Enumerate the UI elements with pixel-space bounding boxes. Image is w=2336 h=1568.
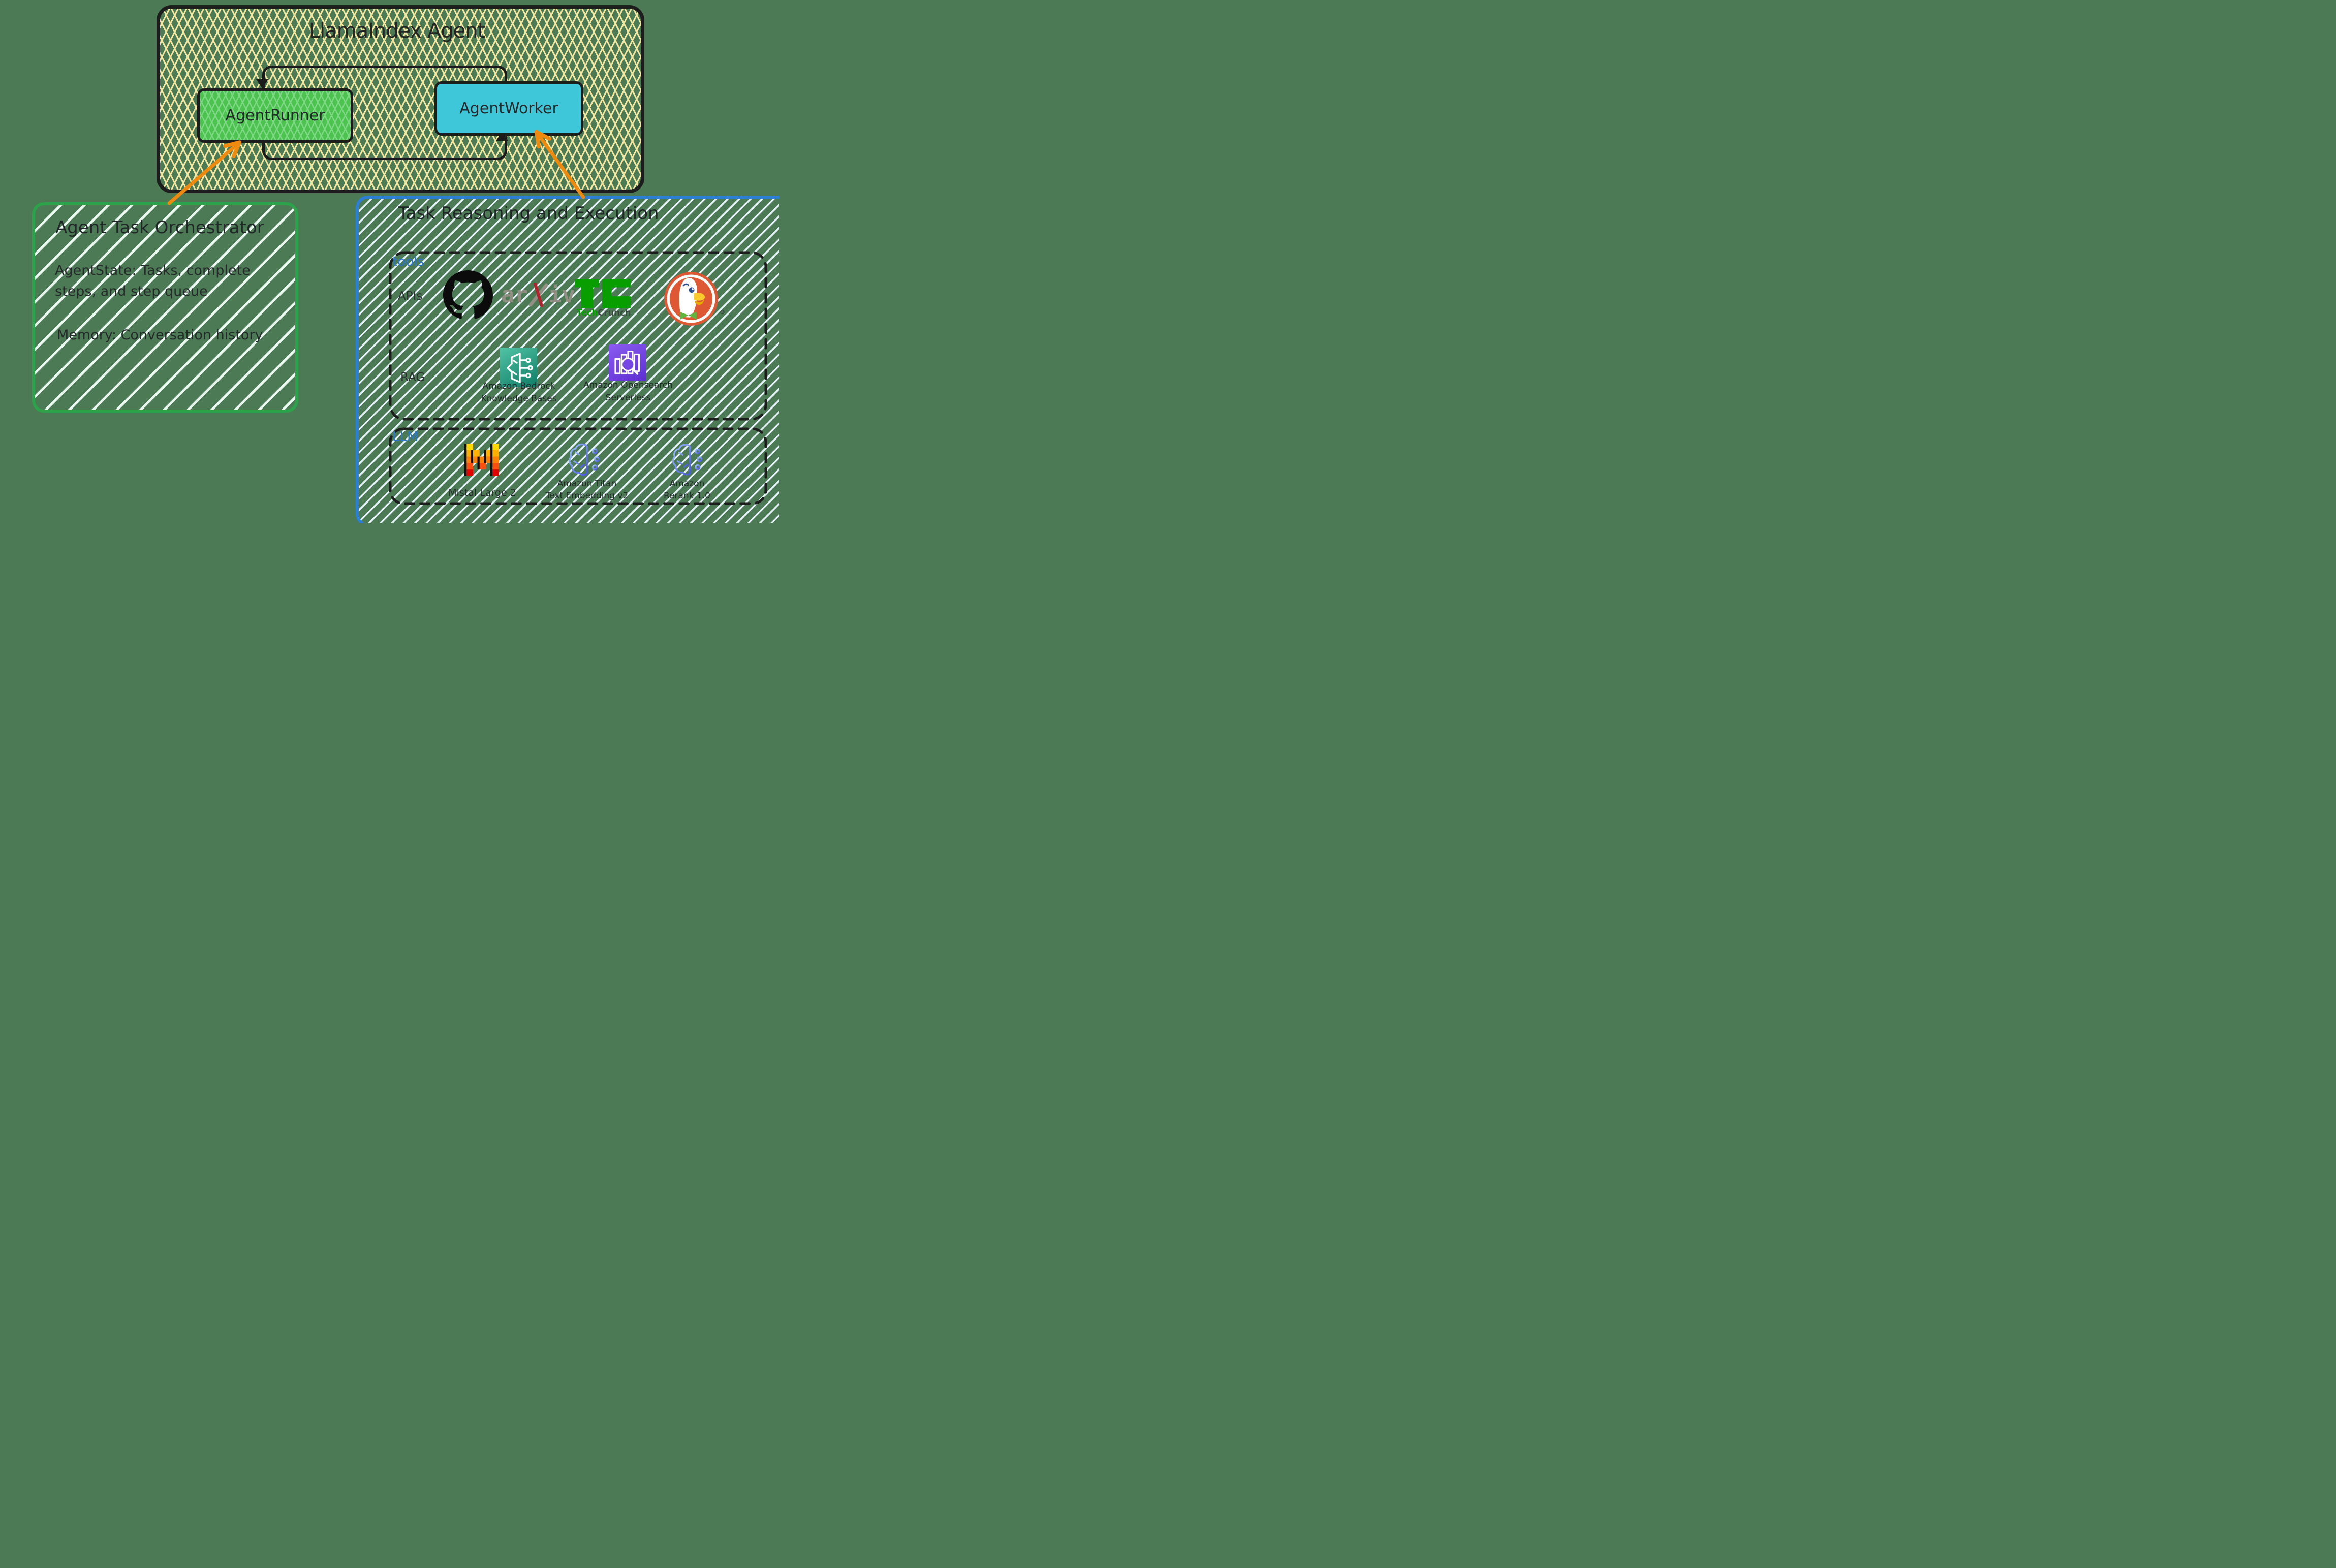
techcrunch-tech-text: Tech — [576, 308, 598, 318]
amazon-titan-embedding-icon — [569, 443, 600, 476]
titan-caption: Amazon Titan Text Embedding v2 — [541, 478, 633, 502]
amazon-bedrock-knowledge-bases-icon — [500, 348, 537, 387]
arxiv-prefix-text: ar — [501, 281, 528, 308]
ddg-registered-mark: ® — [720, 309, 725, 316]
tools-group-label: tools — [392, 254, 424, 269]
techcrunch-wordmark: TechCrunch — [571, 308, 636, 318]
mistral-caption: Mistal Large 2 — [448, 487, 516, 498]
amazon-rerank-icon — [672, 444, 703, 476]
github-octocat-icon — [443, 270, 493, 319]
opensearch-caption-line-2: Serverless — [605, 393, 651, 403]
bedrock-caption: Amazon Bedrock Knowledge Bases — [473, 380, 565, 405]
bedrock-caption-line-1: Amazon Bedrock — [482, 381, 555, 391]
llm-group-label: LLM — [392, 429, 419, 445]
techcrunch-tc-icon — [574, 279, 631, 308]
llamaindex-agent-title: LlamaIndex Agent — [308, 19, 486, 43]
mistral-m-icon — [464, 444, 499, 476]
diagram-canvas: LlamaIndex Agent AgentRunner AgentWorker… — [0, 0, 779, 523]
orchestrator-agentstate-text: AgentState: Tasks, complete steps, and s… — [55, 260, 278, 302]
orchestrator-title: Agent Task Orchestrator — [55, 217, 264, 238]
agentstate-line-2: steps, and step queue — [55, 284, 208, 299]
loop-arrowhead-into-runner-icon — [256, 79, 268, 88]
agent-runner-node: AgentRunner — [197, 88, 353, 143]
titan-caption-line-1: Amazon Titan — [557, 479, 617, 489]
rerank-caption-line-1: Amazon — [669, 479, 705, 489]
rag-row-label: RAG — [400, 371, 425, 384]
bedrock-caption-line-2: Knowledge Bases — [481, 394, 557, 404]
rerank-caption: Amazon Rerank 1.0 — [646, 478, 728, 502]
rerank-caption-line-2: Rerank 1.0 — [664, 491, 710, 501]
techcrunch-crunch-text: Crunch — [598, 308, 631, 318]
duckduckgo-duck-icon — [664, 272, 718, 326]
titan-caption-line-2: Text Embedding v2 — [545, 491, 629, 501]
amazon-opensearch-serverless-icon — [609, 344, 646, 381]
execution-title: Task Reasoning and Execution — [398, 203, 659, 224]
arxiv-logo: ar iv — [501, 281, 575, 308]
agentstate-line-1: AgentState: Tasks, complete — [55, 263, 251, 278]
arxiv-chi-icon — [528, 283, 548, 307]
apis-row-label: APIs — [398, 290, 423, 303]
agent-worker-label: AgentWorker — [459, 100, 558, 117]
agent-worker-node: AgentWorker — [434, 81, 583, 136]
orchestrator-memory-text: Memory: Conversation history — [57, 327, 263, 343]
opensearch-caption: Amazon Opensearch Serverless — [577, 379, 679, 404]
agent-task-orchestrator-box — [32, 202, 298, 413]
opensearch-caption-line-1: Amazon Opensearch — [583, 380, 673, 390]
arxiv-suffix-text: iv — [548, 281, 575, 308]
agent-runner-label: AgentRunner — [225, 107, 325, 124]
